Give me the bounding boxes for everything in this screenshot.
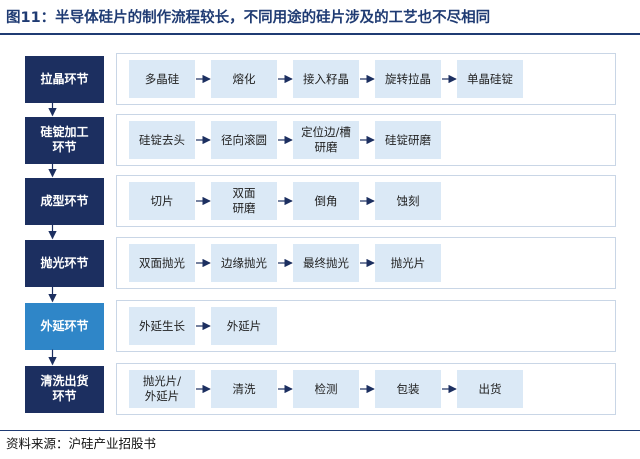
process-step: 硅锭去头 (129, 121, 195, 159)
process-step: 多晶硅 (129, 60, 195, 98)
source-note: 资料来源：沪硅产业招股书 (6, 436, 157, 451)
stage-box: 外延环节 (25, 302, 104, 350)
process-step: 蚀刻 (375, 182, 441, 220)
process-step: 包装 (375, 370, 441, 408)
process-step: 最终抛光 (293, 244, 359, 282)
process-step: 径向滚圆 (211, 121, 277, 159)
stage-box: 抛光环节 (25, 239, 104, 287)
stage-box: 清洗出货 环节 (25, 365, 104, 413)
process-step: 出货 (457, 370, 523, 408)
process-step: 倒角 (293, 182, 359, 220)
process-step: 边缘抛光 (211, 244, 277, 282)
stage-box: 硅锭加工 环节 (25, 116, 104, 164)
process-step: 外延片 (211, 307, 277, 345)
process-step: 切片 (129, 182, 195, 220)
process-step: 抛光片/ 外延片 (129, 370, 195, 408)
source-divider (0, 430, 640, 431)
process-step: 清洗 (211, 370, 277, 408)
process-step: 硅锭研磨 (375, 121, 441, 159)
process-step: 外延生长 (129, 307, 195, 345)
stage-box: 成型环节 (25, 177, 104, 225)
process-step: 抛光片 (375, 244, 441, 282)
process-step: 双面 研磨 (211, 182, 277, 220)
process-step: 双面抛光 (129, 244, 195, 282)
figure-title: 图11：半导体硅片的制作流程较长，不同用途的硅片涉及的工艺也不尽相同 (6, 10, 491, 26)
process-step: 检测 (293, 370, 359, 408)
process-step: 单晶硅锭 (457, 60, 523, 98)
title-underline (0, 33, 640, 35)
process-step: 旋转拉晶 (375, 60, 441, 98)
stage-box: 拉晶环节 (25, 55, 104, 103)
process-step: 接入籽晶 (293, 60, 359, 98)
process-step: 熔化 (211, 60, 277, 98)
process-step: 定位边/槽 研磨 (293, 121, 359, 159)
